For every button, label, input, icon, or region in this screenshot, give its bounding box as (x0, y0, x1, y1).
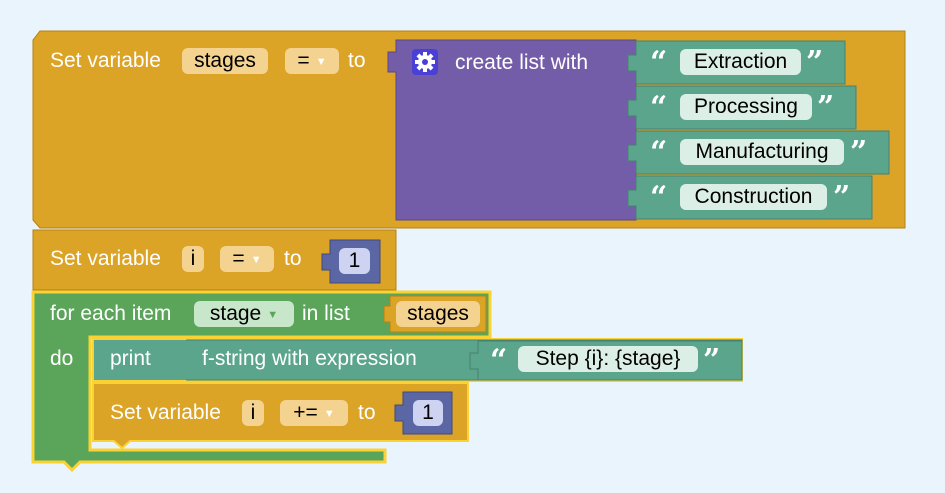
open-quote-icon: “ (650, 90, 668, 125)
open-quote-icon: “ (490, 343, 508, 378)
loop-variable-dropdown[interactable]: stage ▼ (194, 301, 294, 327)
i-variable-field[interactable]: i (182, 246, 204, 272)
fstring-label: f-string with expression (202, 347, 417, 370)
increment-label: Set variable (110, 401, 221, 424)
print-label: print (110, 347, 151, 370)
dropdown-arrow-icon: ▼ (250, 254, 262, 266)
dropdown-arrow-icon: ▼ (315, 56, 327, 68)
set-stages-label: Set variable (50, 49, 161, 72)
dropdown-arrow-icon: ▼ (267, 309, 279, 321)
number-field[interactable]: 1 (339, 248, 370, 274)
i-operator-value: = (232, 247, 245, 270)
do-label: do (50, 347, 74, 370)
close-quote-icon: ” (850, 135, 868, 170)
increment-number-field[interactable]: 1 (413, 400, 443, 426)
stages-operator-value: = (297, 49, 310, 72)
list-item-text[interactable]: Construction (680, 184, 827, 210)
dropdown-arrow-icon: ▼ (323, 408, 335, 420)
gear-icon[interactable] (412, 49, 438, 75)
loop-variable-value: stage (209, 302, 262, 325)
increment-variable-field[interactable]: i (242, 400, 264, 426)
in-list-label: in list (302, 302, 350, 325)
close-quote-icon: ” (833, 180, 851, 215)
stages-variable-field[interactable]: stages (182, 48, 268, 74)
stages-getter-field[interactable]: stages (396, 301, 480, 327)
close-quote-icon: ” (817, 90, 835, 125)
close-quote-icon: ” (703, 343, 721, 378)
fstring-template-text[interactable]: Step {i}: {stage} (518, 346, 698, 372)
set-i-to-label: to (284, 247, 302, 270)
open-quote-icon: “ (650, 180, 668, 215)
open-quote-icon: “ (650, 135, 668, 170)
increment-operator-dropdown[interactable]: += ▼ (280, 400, 348, 426)
open-quote-icon: “ (650, 45, 668, 80)
stages-operator-dropdown[interactable]: =▼ (285, 48, 339, 74)
for-each-label: for each item (50, 302, 172, 325)
list-item-text[interactable]: Extraction (680, 49, 801, 75)
increment-operator-value: += (293, 401, 318, 424)
for-each-block-shape[interactable] (31, 290, 492, 473)
list-item-text[interactable]: Processing (680, 94, 812, 120)
increment-to-label: to (358, 401, 376, 424)
set-i-block-shape[interactable] (32, 229, 397, 291)
set-stages-to-label: to (348, 49, 366, 72)
list-item-text[interactable]: Manufacturing (680, 139, 844, 165)
i-operator-dropdown[interactable]: =▼ (220, 246, 274, 272)
close-quote-icon: ” (806, 45, 824, 80)
create-list-label: create list with (455, 51, 589, 74)
set-i-label: Set variable (50, 247, 161, 270)
